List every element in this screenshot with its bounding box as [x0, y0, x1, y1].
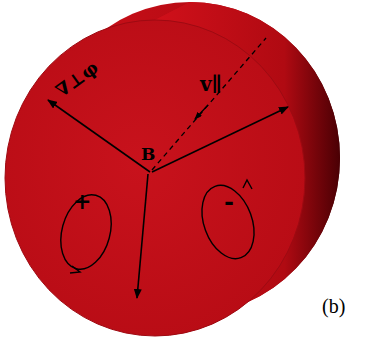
velocity-arrow — [195, 105, 208, 119]
dashed-axis — [152, 38, 266, 170]
vortex-loop — [53, 189, 119, 275]
vortex-arrow — [70, 266, 80, 273]
velocity-label: v∥ — [200, 74, 222, 94]
vortex-loop — [192, 178, 263, 266]
field-label: B — [141, 146, 155, 163]
vortex-arrow — [243, 180, 252, 189]
panel-label: (b) — [322, 296, 345, 316]
gradient-arrow — [48, 100, 150, 172]
radial-arrow — [152, 107, 288, 172]
cylinder-face — [5, 20, 305, 336]
vortex-sign: - — [224, 190, 234, 214]
radial-arrow — [137, 174, 148, 298]
vortex-sign: + — [73, 190, 91, 212]
